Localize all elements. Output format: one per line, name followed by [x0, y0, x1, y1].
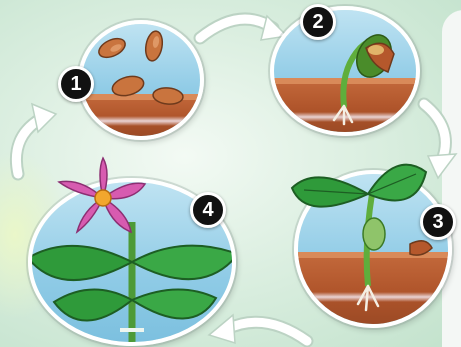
- stage-2-number: 2: [300, 4, 336, 40]
- stage-4-number: 4: [190, 192, 226, 228]
- stage-1-number: 1: [58, 66, 94, 102]
- stage-3-number: 3: [420, 204, 456, 240]
- sprouting-seed-icon: [274, 10, 416, 132]
- flower-icon: [50, 158, 160, 248]
- seedling-leaves-icon: [276, 144, 436, 234]
- seeds-icon: [82, 24, 200, 136]
- stage-1-circle: [78, 20, 204, 140]
- stage-2-circle: [270, 6, 420, 136]
